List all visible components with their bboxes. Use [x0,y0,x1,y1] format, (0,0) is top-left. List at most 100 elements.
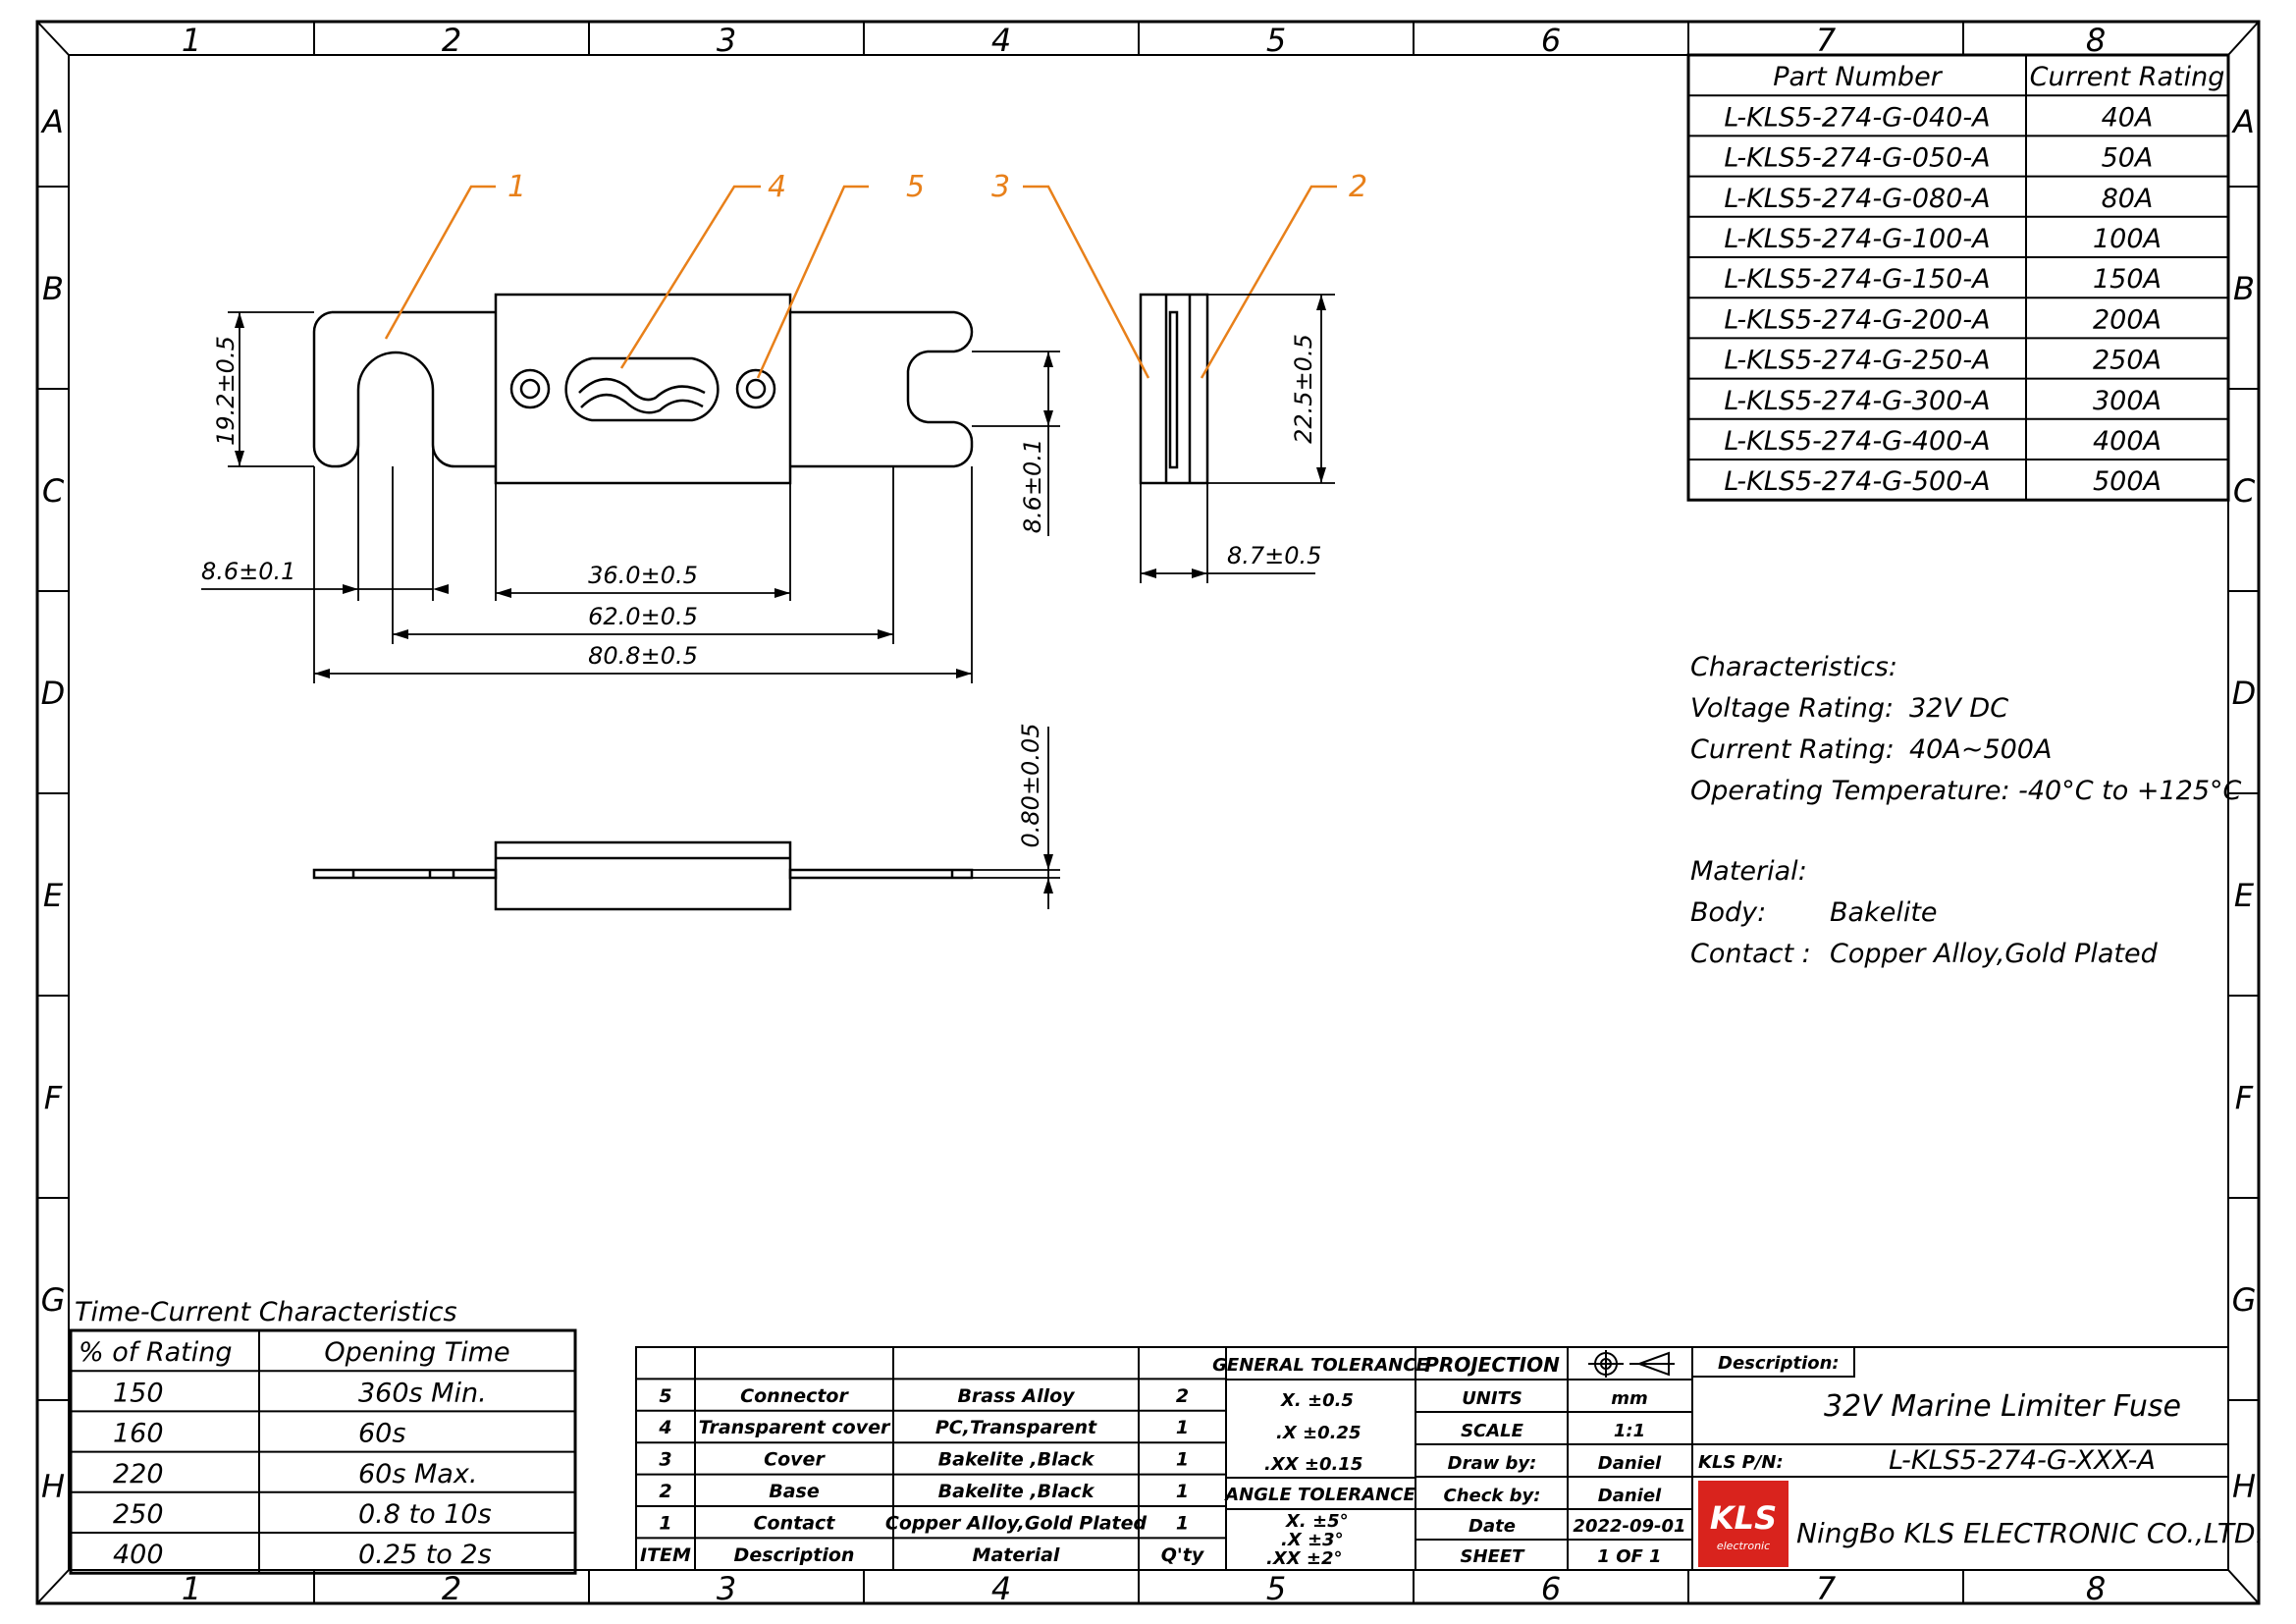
general-tol-1: X. ±0.5 [1280,1390,1354,1411]
bom-header-cell: ITEM [640,1544,691,1566]
info-block-grid [1415,1346,1693,1571]
callout-5: 5 [906,170,925,204]
bom-cell: Transparent cover [699,1417,891,1438]
tc-time-cell: 60s Max. [358,1459,477,1489]
callout-leaders [384,185,1337,379]
col-label-top: 5 [1266,22,1286,59]
row-label-right: D [2232,675,2257,712]
row-label-left: B [42,270,64,307]
check-by-value: Daniel [1598,1486,1662,1506]
row-label-right: E [2234,877,2255,914]
col-label-top: 4 [991,22,1011,59]
pn-label: KLS P/N: [1698,1452,1784,1473]
angle-tol-2: .X ±3° [1281,1530,1344,1550]
current-rating-cell: 200A [2093,304,2162,335]
current-value: 40A~500A [1909,734,2052,765]
tc-time-cell: 360s Min. [358,1378,487,1408]
dim-8-7: 8.7±0.5 [1227,542,1321,569]
title-block-text: Description: 32V Marine Limiter Fuse KLS… [1698,1353,2181,1476]
tc-header-rating: % of Rating [79,1337,233,1368]
dim-8-6-right: 8.6±0.1 [1019,439,1046,533]
draw-by-label: Draw by: [1448,1453,1537,1474]
operating-temperature: Operating Temperature: -40°C to +125°C [1690,776,2242,806]
current-rating-cell: 250A [2093,346,2162,376]
bom-outline [635,1346,1227,1571]
part-number-cell: L-KLS5-274-G-500-A [1724,466,1990,497]
bom-cell: 2 [659,1481,671,1502]
part-number-cell: L-KLS5-274-G-050-A [1724,143,1990,174]
bom-cell: Contact [754,1512,836,1534]
info-block-text: PROJECTION UNITS mm SCALE 1:1 Draw by: D… [1424,1353,1685,1567]
general-tol-3: .XX ±0.15 [1264,1454,1362,1475]
callout-4: 4 [768,170,786,204]
col-label-top: 8 [2086,22,2106,59]
col-label-top: 6 [1541,22,1561,59]
row-label-left: H [41,1468,65,1505]
projection-symbol [1588,1350,1675,1378]
row-label-right: H [2232,1468,2256,1505]
callout-3: 3 [991,170,1010,204]
tc-rating-cell: 220 [113,1459,164,1489]
tc-header-time: Opening Time [324,1337,509,1368]
part-number-cell: L-KLS5-274-G-300-A [1724,386,1990,416]
part-number-cell: L-KLS5-274-G-100-A [1724,224,1990,254]
units-label: UNITS [1462,1388,1522,1409]
col-label-bottom: 5 [1266,1570,1286,1607]
row-label-right: C [2233,472,2256,510]
col-label-top: 7 [1816,22,1837,59]
bom-cell: Base [769,1481,820,1502]
part-number-cell: L-KLS5-274-G-040-A [1724,102,1990,133]
angle-tol-1: X. ±5° [1285,1511,1349,1532]
tc-time-cell: 0.8 to 10s [358,1499,492,1530]
current-rating-cell: 300A [2093,386,2162,416]
zone-ticks [37,22,2259,1603]
row-label-right: B [2233,270,2255,307]
bom-cell: 1 [1176,1512,1189,1534]
part-number-cell: L-KLS5-274-G-250-A [1724,346,1990,376]
bom-cell: Cover [764,1449,826,1471]
check-by-label: Check by: [1444,1486,1541,1506]
part-table-outline [1686,53,2230,502]
tc-time-cell: 0.25 to 2s [358,1540,492,1570]
projection-label: PROJECTION [1424,1353,1560,1377]
row-label-right: A [2231,103,2255,140]
time-current-title: Time-Current Characteristics [75,1297,457,1327]
callout-2: 2 [1349,170,1367,204]
col-label-top: 1 [182,22,201,59]
dim-8-6-gap: 8.6±0.1 [201,558,295,585]
tc-rating-cell: 160 [113,1419,164,1449]
bom-cell: 1 [1176,1449,1189,1471]
col-label-top: 2 [442,22,461,59]
bom-cell: 4 [658,1417,671,1438]
row-label-left: D [41,675,66,712]
body-label: Body: [1690,897,1766,928]
general-tol-2: .X ±0.25 [1276,1423,1361,1443]
logo-text: KLS [1710,1499,1777,1537]
dim-22-5: 22.5±0.5 [1290,334,1317,444]
current-label: Current Rating: [1690,734,1895,765]
bom-cell: Connector [740,1385,849,1407]
company-name: NingBo KLS ELECTRONIC CO.,LTD. [1796,1517,2264,1549]
tc-rating-cell: 400 [113,1540,164,1570]
bom-cell: PC,Transparent [935,1417,1097,1438]
row-label-right: G [2232,1281,2257,1319]
description-value: 32V Marine Limiter Fuse [1824,1389,2181,1424]
bom-cell: 2 [1176,1385,1189,1407]
current-rating-cell: 100A [2093,224,2162,254]
col-label-bottom: 6 [1541,1570,1561,1607]
general-tolerance-title: GENERAL TOLERANCE [1212,1355,1428,1376]
tolerance-text: GENERAL TOLERANCE X. ±0.5 .X ±0.25 .XX ±… [1212,1355,1428,1569]
part-number-cell: L-KLS5-274-G-150-A [1724,264,1990,295]
bom-cell: Copper Alloy,Gold Plated [885,1512,1148,1534]
col-label-bottom: 3 [717,1570,736,1607]
dimension-texts: 19.2±0.5 8.6±0.1 36.0±0.5 62.0±0.5 80.8±… [201,334,1321,847]
current-rating-cell: 50A [2102,143,2154,174]
draw-by-value: Daniel [1598,1453,1662,1474]
sheet-value: 1 OF 1 [1597,1546,1661,1567]
current-rating-cell: 150A [2093,264,2162,295]
col-label-bottom: 1 [182,1570,201,1607]
